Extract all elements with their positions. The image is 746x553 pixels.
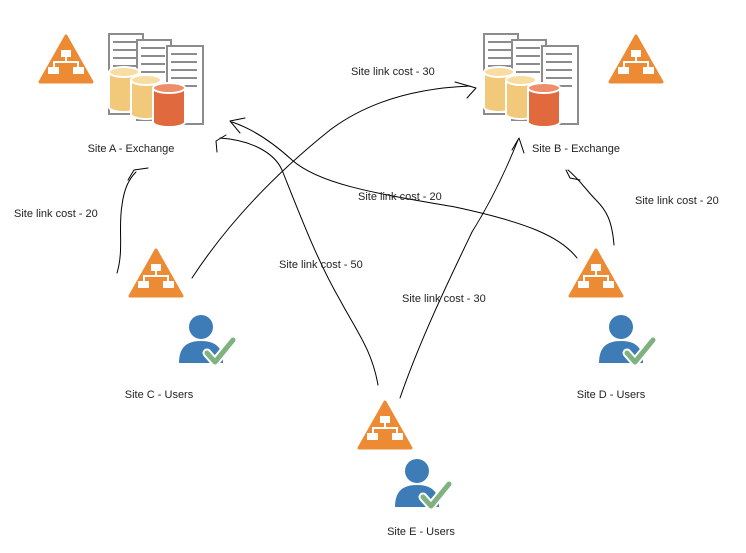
link-d-b-line [567, 169, 615, 246]
ad-site-triangle-icon [38, 34, 94, 84]
link-e-a-line [219, 137, 379, 386]
site-a: Site A - Exchange [38, 33, 204, 155]
link-c-a-arrowhead [127, 167, 149, 181]
site-d: Site D - Users [568, 248, 653, 401]
user-with-check-icon [179, 315, 233, 363]
site-e-label: Site E - Users [387, 526, 455, 538]
user-with-check-icon [599, 315, 653, 363]
link-d-a-line [231, 121, 578, 259]
link-e-b-label: Site link cost - 30 [402, 293, 486, 305]
link-c-a-label: Site link cost - 20 [14, 208, 98, 220]
site-c-label: Site C - Users [125, 389, 194, 401]
exchange-server-stack-icon [483, 33, 579, 127]
site-links [116, 81, 615, 399]
link-d-b-label: Site link cost - 20 [635, 195, 719, 207]
link-d-b-arrowhead [565, 169, 581, 181]
user-with-check-icon [395, 459, 449, 507]
site-e: Site E - Users [357, 400, 455, 538]
link-c-b-label: Site link cost - 30 [351, 66, 435, 78]
ad-site-triangle-icon [608, 34, 664, 84]
link-e-b-arrowhead [511, 137, 525, 154]
site-b: Site B - Exchange [483, 33, 664, 155]
link-e-b-line [399, 139, 519, 399]
site-d-label: Site D - Users [577, 389, 646, 401]
link-cost-labels: Site link cost - 20 Site link cost - 30 … [14, 66, 719, 305]
ad-site-triangle-icon [568, 248, 624, 298]
link-d-a-arrowhead [229, 117, 246, 134]
link-e-a-arrowhead [215, 134, 227, 153]
site-b-label: Site B - Exchange [532, 143, 620, 155]
link-d-a-label: Site link cost - 20 [358, 191, 442, 203]
link-c-b-arrowhead [454, 81, 477, 99]
site-c: Site C - Users [125, 248, 233, 401]
exchange-server-stack-icon [108, 33, 204, 127]
site-a-label: Site A - Exchange [88, 143, 175, 155]
ad-site-triangle-icon [128, 248, 184, 298]
link-e-a-label: Site link cost - 50 [279, 259, 363, 271]
ad-site-triangle-icon [357, 400, 413, 450]
link-c-b-line [191, 85, 471, 279]
link-c-a-line [116, 171, 137, 274]
